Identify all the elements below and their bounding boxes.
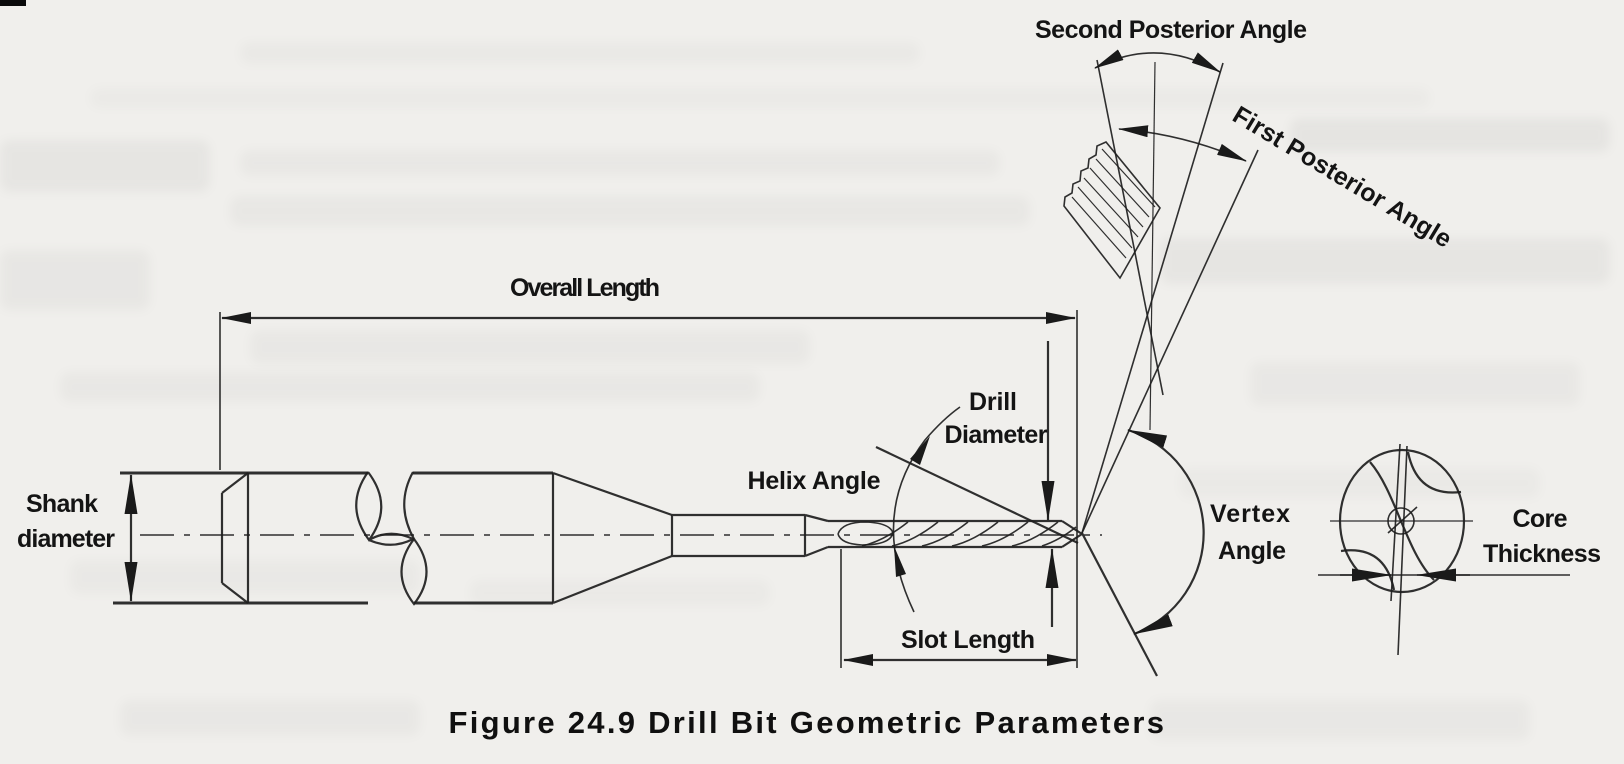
vertex-angle-arc bbox=[1127, 428, 1205, 636]
dim-drill-diameter: Drill Diameter bbox=[945, 341, 1059, 627]
drill-profile bbox=[113, 471, 1102, 606]
first-posterior-line bbox=[1081, 149, 1259, 534]
bleedthrough-artifact bbox=[120, 700, 420, 736]
point-axis-line bbox=[1149, 61, 1156, 431]
flank-section-hatching bbox=[1071, 148, 1156, 259]
bleedthrough-artifact bbox=[60, 372, 760, 402]
bleedthrough-artifact bbox=[240, 42, 920, 64]
break-curve-right bbox=[400, 471, 428, 606]
web-core-circle bbox=[1387, 507, 1415, 535]
flute-spiral-lines bbox=[861, 521, 1077, 547]
bleedthrough-artifact bbox=[1290, 118, 1610, 152]
bleedthrough-artifact bbox=[230, 196, 1030, 226]
bleedthrough-artifact bbox=[0, 250, 150, 310]
flute-face-curve-top bbox=[1406, 451, 1462, 494]
vertex-angle-label-line1: Vertex bbox=[1210, 500, 1290, 528]
drill-diameter-label-line2: Diameter bbox=[945, 421, 1048, 449]
helix-angle-label: Helix Angle bbox=[748, 467, 881, 495]
helix-arc-arrowhead-lower bbox=[894, 546, 906, 577]
dim-overall-length: Overall Length bbox=[219, 274, 1078, 668]
first-posterior-angle-label: First Posterior Angle bbox=[1228, 101, 1457, 254]
drill-diameter-label-line1: Drill bbox=[969, 388, 1017, 416]
first-posterior-arc bbox=[1118, 125, 1247, 162]
tang-outline bbox=[220, 472, 250, 604]
scan-corner-mark bbox=[0, 0, 26, 6]
core-thickness-label-line1: Core bbox=[1513, 505, 1568, 533]
helix-angle-construction: Helix Angle bbox=[748, 406, 1079, 613]
bleedthrough-artifact bbox=[250, 330, 810, 364]
second-posterior-arc bbox=[1094, 49, 1221, 73]
overall-length-label: Overall Length bbox=[510, 274, 660, 302]
dim-shank-diameter: Shank diameter bbox=[17, 474, 138, 602]
flute-face-curve-bottom bbox=[1340, 549, 1396, 591]
point-angle-construction: Second Posterior Angle First Posterior A… bbox=[1035, 16, 1457, 677]
core-thickness-label-line2: Thickness bbox=[1483, 540, 1601, 568]
flank-section bbox=[1063, 141, 1161, 280]
helix-arc-arrowhead-upper bbox=[910, 436, 930, 465]
bleedthrough-artifact bbox=[1150, 700, 1530, 740]
shank-diameter-label-line1: Shank bbox=[26, 490, 98, 518]
vertex-lower-line bbox=[1081, 532, 1158, 677]
chisel-diagonal bbox=[1387, 506, 1418, 534]
slot-length-label: Slot Length bbox=[901, 626, 1035, 654]
bleedthrough-artifact bbox=[240, 150, 1000, 176]
taper-cone bbox=[551, 471, 673, 605]
bleedthrough-artifact bbox=[0, 140, 210, 192]
bleedthrough-artifact bbox=[1250, 362, 1580, 406]
chisel-edge-line-2 bbox=[1397, 445, 1408, 656]
flute-start-curve bbox=[837, 521, 894, 546]
drill-end-view: Core Thickness bbox=[1318, 443, 1601, 656]
shank-diameter-label-line2: diameter bbox=[17, 525, 115, 553]
dim-slot-length: Slot Length bbox=[840, 549, 1077, 668]
figure-caption: Figure 24.9 Drill Bit Geometric Paramete… bbox=[449, 705, 1164, 740]
bleedthrough-artifact bbox=[1160, 238, 1610, 284]
vertex-angle-label-line2: Angle bbox=[1218, 537, 1286, 565]
flute-body-edges bbox=[828, 519, 1083, 549]
bleedthrough-artifact bbox=[1180, 468, 1540, 498]
neck bbox=[670, 513, 829, 558]
flank-section-outline bbox=[1063, 141, 1161, 280]
second-posterior-angle-label: Second Posterior Angle bbox=[1035, 16, 1307, 44]
